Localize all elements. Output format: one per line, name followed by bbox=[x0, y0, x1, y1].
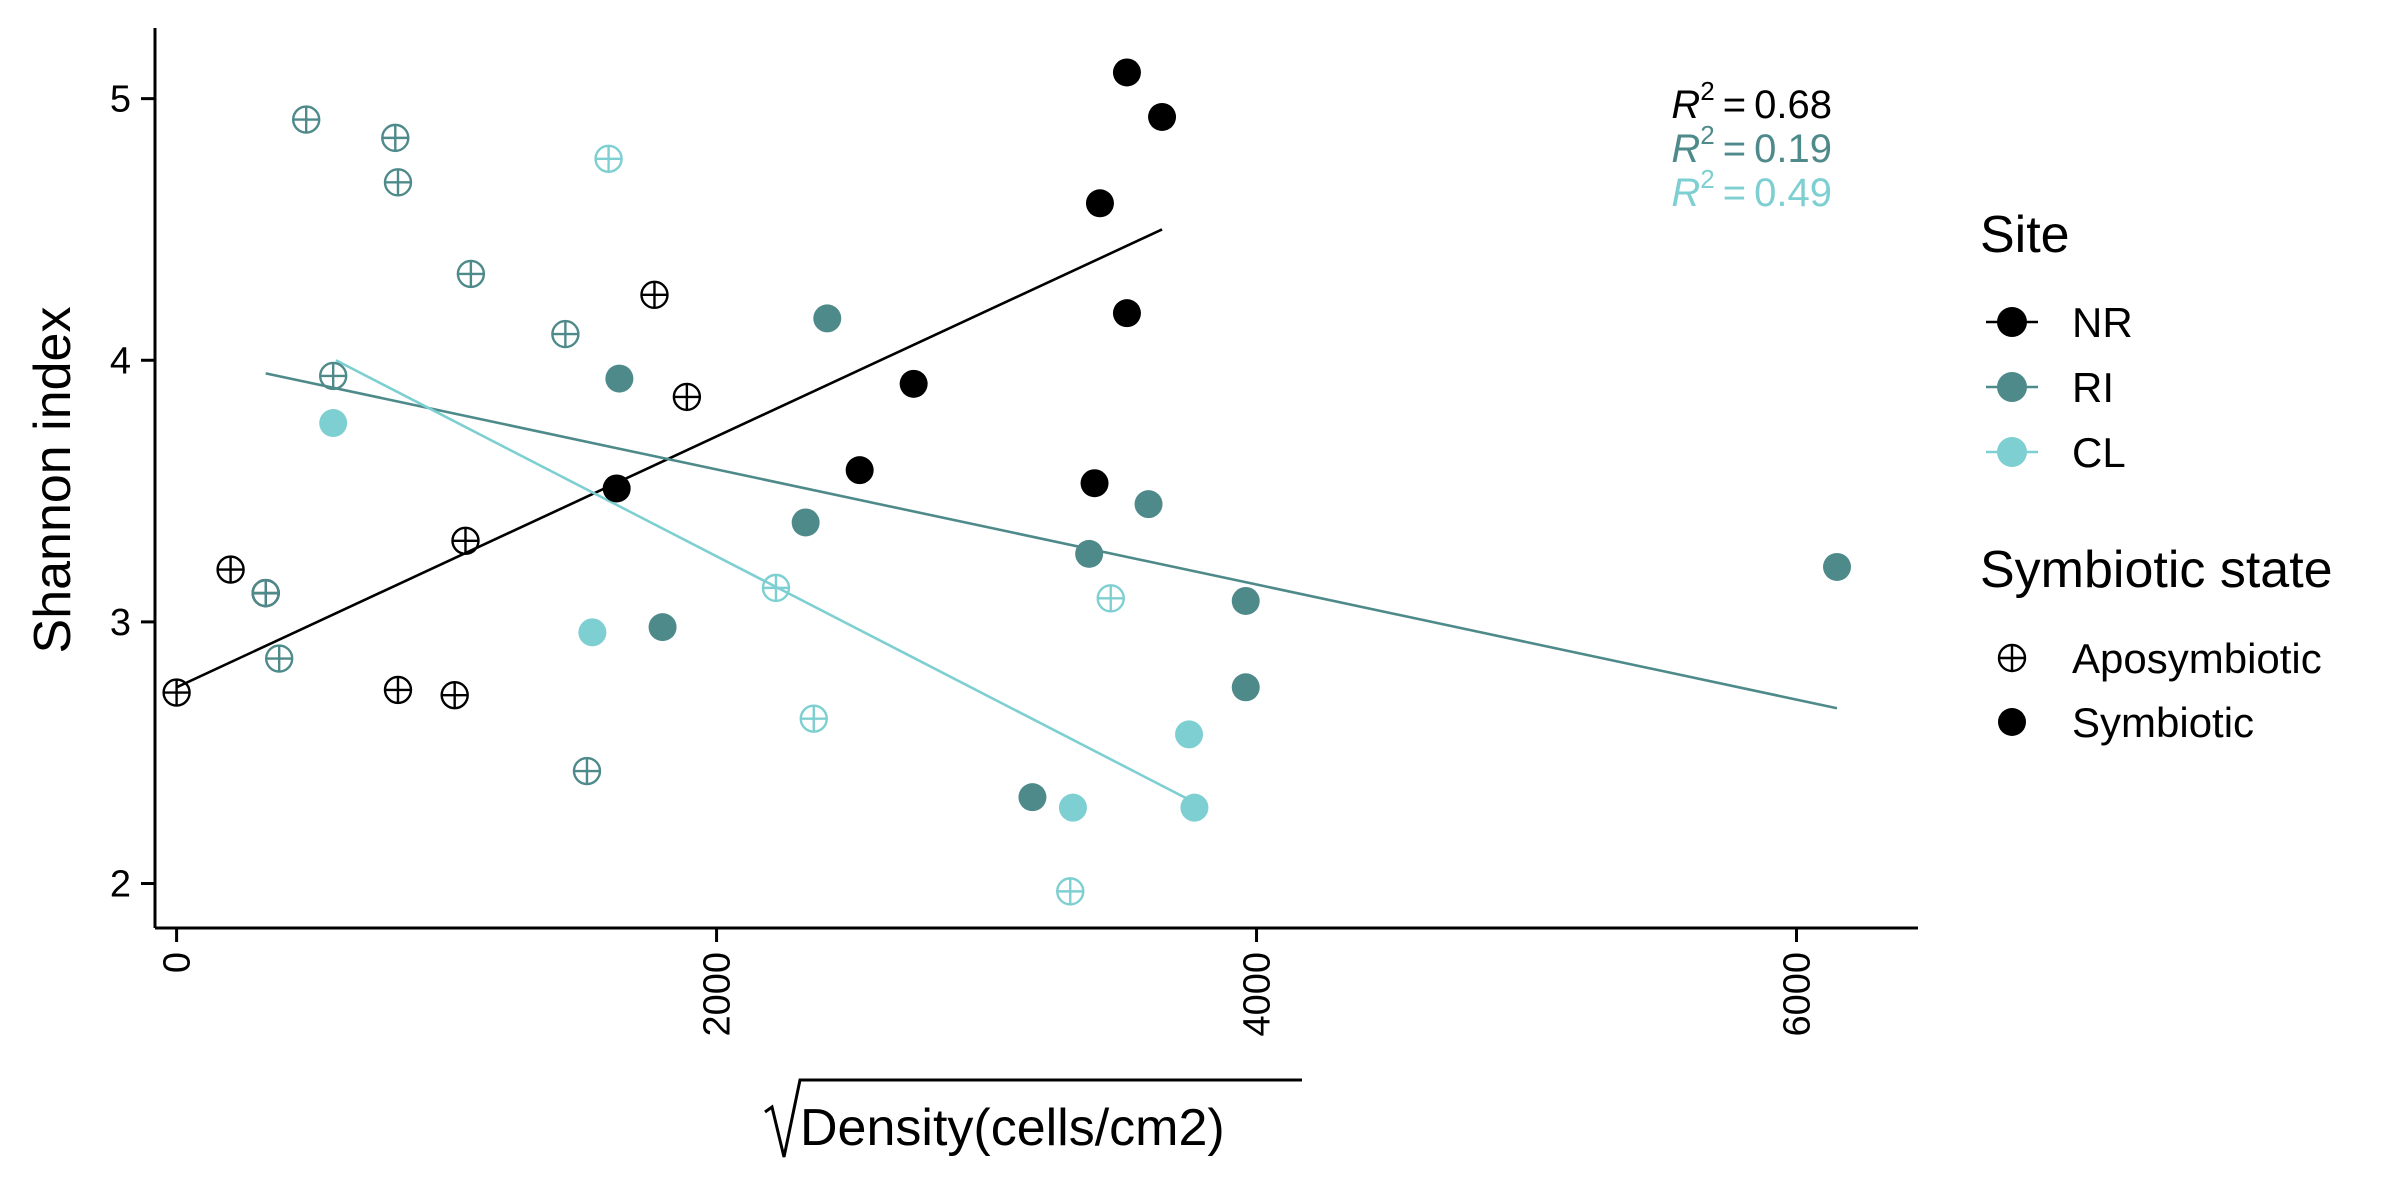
y-tick-label: 4 bbox=[110, 340, 131, 382]
plot-area bbox=[162, 58, 1852, 906]
data-point bbox=[383, 675, 413, 705]
data-point bbox=[291, 105, 321, 134]
legend-label: RI bbox=[2072, 364, 2114, 411]
legend-key-dot bbox=[1997, 437, 2027, 467]
y-tick-label: 5 bbox=[110, 79, 131, 121]
data-point bbox=[605, 364, 634, 393]
legend-state-title: Symbiotic state bbox=[1980, 541, 2333, 599]
legend-site: Site NR RI CL bbox=[1980, 206, 2133, 476]
data-point bbox=[1148, 102, 1177, 131]
data-point bbox=[162, 678, 191, 707]
data-point bbox=[845, 456, 874, 485]
data-point bbox=[1096, 584, 1125, 613]
data-point bbox=[672, 382, 702, 412]
data-point bbox=[791, 508, 820, 537]
data-point bbox=[594, 144, 623, 174]
fit-line-ri bbox=[265, 372, 1838, 710]
data-point bbox=[381, 123, 410, 153]
data-point bbox=[1075, 539, 1104, 568]
data-point bbox=[761, 573, 791, 603]
x-tick-label: 4000 bbox=[1237, 952, 1279, 1037]
x-tick-label: 6000 bbox=[1777, 952, 1819, 1037]
data-point bbox=[319, 409, 348, 438]
data-point bbox=[572, 756, 602, 786]
data-point bbox=[602, 474, 631, 503]
data-point bbox=[551, 319, 580, 349]
data-point bbox=[578, 618, 607, 647]
y-tick-label: 3 bbox=[110, 602, 131, 644]
y-tick-label: 2 bbox=[110, 864, 131, 906]
data-point bbox=[1080, 469, 1109, 498]
x-tick-label: 0 bbox=[157, 952, 199, 973]
data-point bbox=[640, 280, 669, 310]
data-point bbox=[264, 644, 294, 673]
axes: 2 3 4 5 0 2000 4000 6000 bbox=[110, 28, 1918, 1037]
x-ticks: 0 2000 4000 6000 bbox=[157, 928, 1819, 1037]
data-point bbox=[1175, 720, 1204, 749]
data-point bbox=[1823, 552, 1852, 581]
legend-label: Aposymbiotic bbox=[2072, 635, 2322, 682]
legend-label: Symbiotic bbox=[2072, 699, 2254, 746]
data-points bbox=[162, 58, 1852, 906]
r-squared-ri: R2 = 0.19 bbox=[1671, 120, 1832, 171]
legend-key-dot bbox=[1997, 372, 2027, 402]
data-point bbox=[813, 304, 842, 333]
data-point bbox=[1058, 793, 1087, 822]
legend-item-symbiotic: Symbiotic bbox=[1998, 699, 2254, 746]
data-point bbox=[383, 168, 413, 197]
data-point bbox=[318, 361, 348, 391]
data-point bbox=[1018, 783, 1047, 812]
legend-item-nr: NR bbox=[1986, 299, 2133, 346]
y-ticks: 2 3 4 5 bbox=[110, 79, 155, 906]
data-point bbox=[440, 680, 469, 710]
x-axis-title: Density(cells/cm2) bbox=[764, 1078, 1302, 1158]
data-point bbox=[1231, 586, 1260, 615]
data-point bbox=[456, 259, 486, 289]
data-point bbox=[451, 526, 480, 555]
data-point bbox=[1134, 490, 1163, 519]
legend-key-marker bbox=[1997, 643, 2027, 673]
legend-item-ri: RI bbox=[1986, 364, 2114, 411]
r-squared-cl: R2 = 0.49 bbox=[1671, 164, 1832, 215]
y-axis-title: Shannon index bbox=[24, 307, 82, 654]
legend-item-aposymbiotic: Aposymbiotic bbox=[1997, 635, 2322, 682]
x-axis-title-text: Density(cells/cm2) bbox=[800, 1099, 1225, 1157]
data-point bbox=[799, 704, 828, 733]
data-point bbox=[899, 369, 928, 398]
data-point bbox=[1180, 793, 1209, 822]
r-squared-nr: R2 = 0.68 bbox=[1671, 76, 1832, 127]
data-point bbox=[251, 578, 280, 608]
data-point bbox=[648, 613, 677, 642]
legend-label: CL bbox=[2072, 429, 2126, 476]
legend-key-marker bbox=[1998, 708, 2026, 736]
sqrt-radical-sign bbox=[764, 1078, 1302, 1158]
legend-item-cl: CL bbox=[1986, 429, 2126, 476]
data-point bbox=[1056, 877, 1085, 906]
legend-site-title: Site bbox=[1980, 206, 2070, 264]
legend-label: NR bbox=[2072, 299, 2133, 346]
x-tick-label: 2000 bbox=[697, 952, 739, 1037]
fit-lines bbox=[176, 228, 1838, 804]
data-point bbox=[1112, 299, 1141, 328]
data-point bbox=[1231, 673, 1260, 702]
data-point bbox=[216, 555, 245, 584]
data-point bbox=[1112, 58, 1141, 87]
data-point bbox=[1085, 189, 1114, 218]
legend-key-dot bbox=[1997, 307, 2027, 337]
